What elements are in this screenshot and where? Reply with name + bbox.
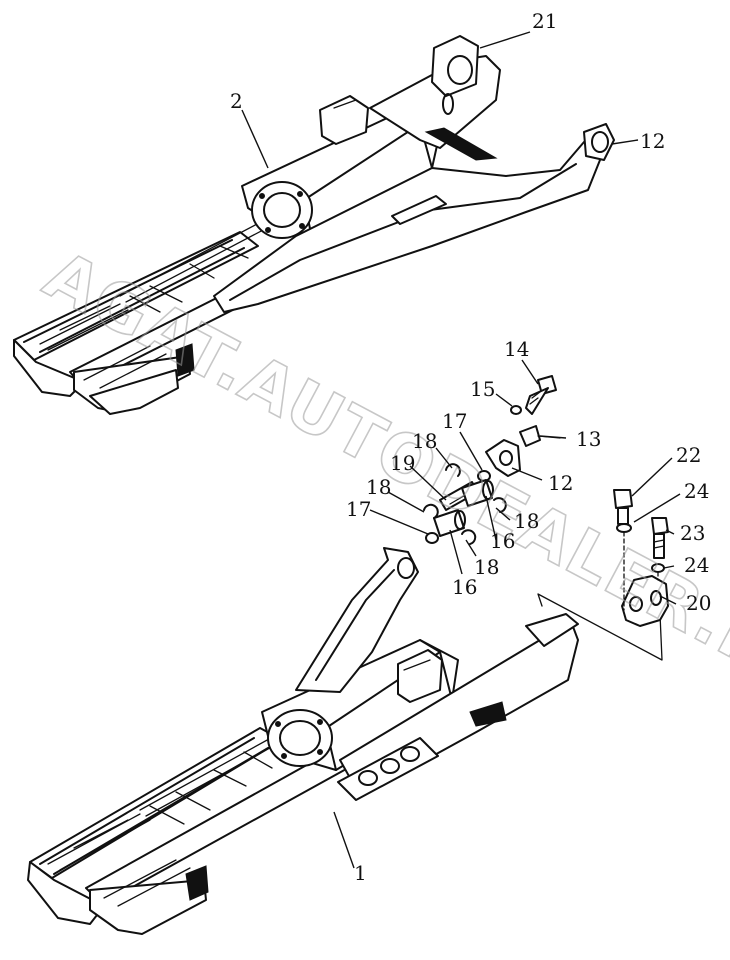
- callout-16-b: 16: [452, 575, 477, 599]
- callout-23: 23: [680, 521, 705, 545]
- track-frame-top: [13, 35, 615, 415]
- callout-17-upper: 17: [442, 409, 467, 433]
- callout-20: 20: [686, 591, 711, 615]
- callout-14: 14: [504, 337, 529, 361]
- callout-24-b: 24: [684, 553, 709, 577]
- callout-13: 13: [576, 427, 601, 451]
- washer-15: [510, 405, 522, 415]
- callout-22: 22: [676, 443, 701, 467]
- snap-ring-18-a: [445, 463, 461, 477]
- callout-2: 2: [230, 89, 243, 113]
- callout-21: 21: [532, 9, 557, 33]
- callout-18-c: 18: [514, 509, 539, 533]
- snap-ring-18-b: [493, 497, 507, 513]
- bolt-14: [525, 375, 557, 415]
- callout-18-b: 18: [366, 475, 391, 499]
- callout-1: 1: [354, 861, 367, 885]
- callout-12-mid: 12: [548, 471, 573, 495]
- callout-15: 15: [470, 377, 495, 401]
- callout-18-a: 18: [412, 429, 437, 453]
- track-frame-bottom: [27, 547, 663, 935]
- snap-ring-18-d: [461, 529, 477, 545]
- exploded-fasteners: [423, 375, 669, 627]
- bolt-23: [651, 517, 669, 573]
- callout-17-lower: 17: [346, 497, 371, 521]
- callout-labels: 21 2 12 14 15 13 17 18 12 19 18 16 18 17…: [230, 9, 711, 885]
- callout-19: 19: [390, 451, 415, 475]
- callout-12-top: 12: [640, 129, 665, 153]
- bushing-16-b: [433, 509, 466, 537]
- callout-16-a: 16: [490, 529, 515, 553]
- snap-ring-18-c: [423, 503, 439, 519]
- callout-24-a: 24: [684, 479, 709, 503]
- bolt-22: [613, 489, 633, 533]
- pin-17-lower: [425, 532, 439, 544]
- bushing-16-a: [461, 479, 494, 507]
- callout-18-d: 18: [474, 555, 499, 579]
- leader-lines: [241, 31, 681, 869]
- bracket-20: [621, 575, 669, 627]
- clamp-12: [485, 439, 521, 477]
